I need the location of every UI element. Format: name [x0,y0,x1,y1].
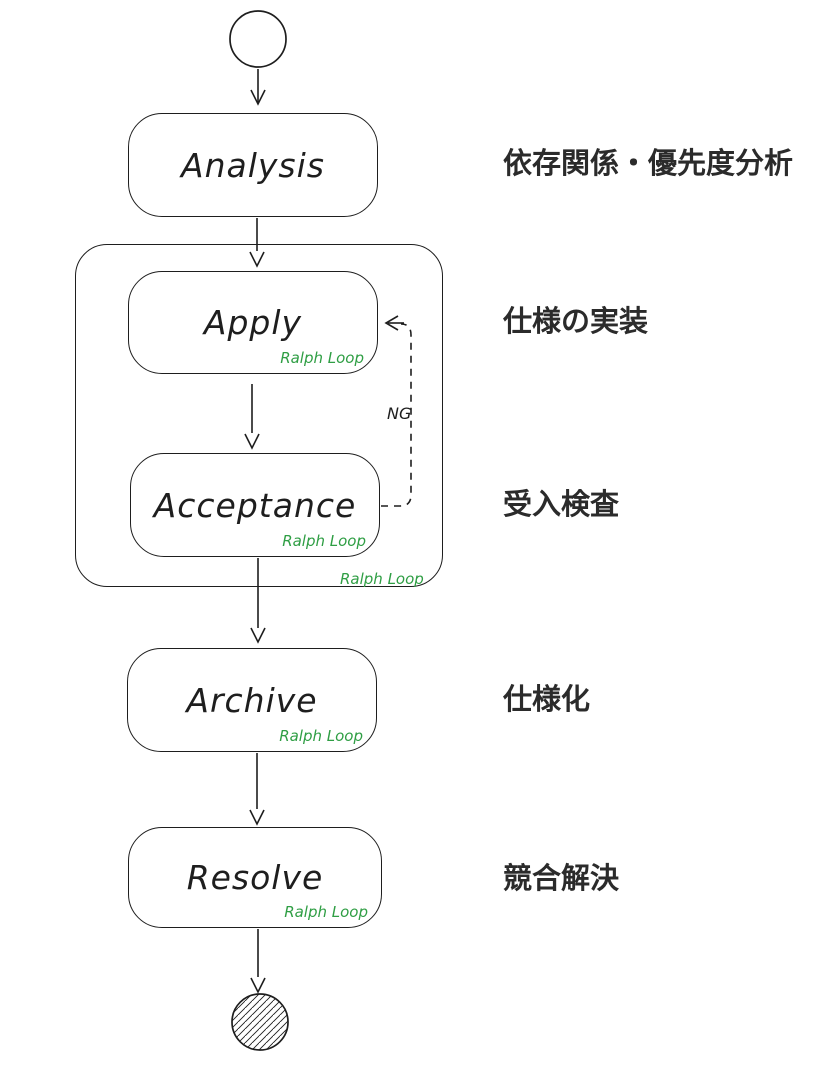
start-state-circle [229,10,287,68]
arrow-acceptance-to-archive [250,558,266,644]
node-resolve-annotation: Ralph Loop [284,903,368,921]
node-apply-label: Apply [203,303,303,342]
side-label-resolve: 競合解決 [503,861,620,895]
node-acceptance: Acceptance Ralph Loop [130,453,380,557]
ng-edge-label: NG [387,404,412,423]
arrow-apply-to-acceptance [244,384,260,450]
arrow-archive-to-resolve [249,753,265,826]
node-acceptance-annotation: Ralph Loop [282,532,366,550]
node-resolve: Resolve Ralph Loop [128,827,382,928]
side-label-analysis: 依存関係・優先度分析 [503,146,794,180]
node-analysis: Analysis [128,113,378,217]
arrow-resolve-to-end [250,929,266,994]
node-archive: Archive Ralph Loop [127,648,377,752]
ralph-loop-container [75,244,443,587]
node-archive-annotation: Ralph Loop [279,727,363,745]
node-acceptance-label: Acceptance [153,485,357,525]
side-label-acceptance: 受入検査 [503,487,620,521]
node-archive-label: Archive [186,680,318,720]
node-apply: Apply Ralph Loop [128,271,378,374]
ralph-loop-container-label: Ralph Loop [340,570,424,588]
arrow-start-to-analysis [250,69,266,106]
end-state-circle [231,993,289,1051]
side-label-apply: 仕様の実装 [503,304,649,338]
node-resolve-label: Resolve [186,858,324,897]
edge-ng-acceptance-to-apply [381,315,412,507]
side-label-archive: 仕様化 [503,682,591,716]
arrow-analysis-to-apply [249,218,265,268]
node-analysis-label: Analysis [181,145,325,185]
node-apply-annotation: Ralph Loop [280,349,364,367]
